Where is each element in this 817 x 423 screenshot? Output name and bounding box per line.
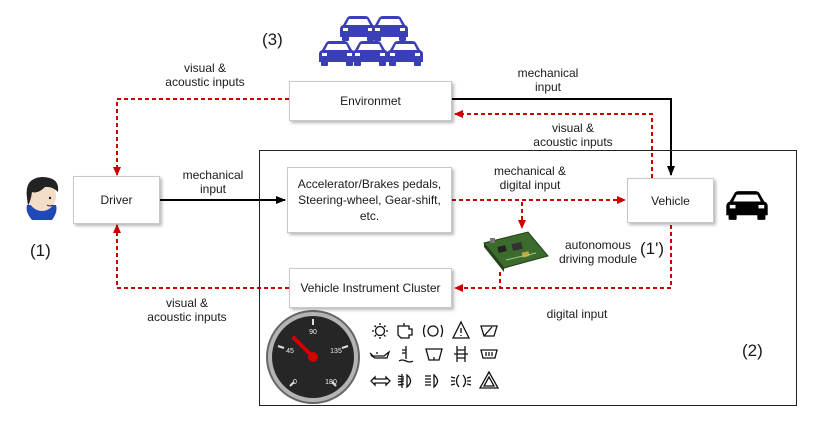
controls-label-line2: Steering-wheel, Gear-shift, (298, 193, 441, 207)
label-line: acoustic inputs (147, 310, 227, 324)
gauge-tick-label: 45 (286, 348, 294, 355)
label-line: input (534, 80, 562, 94)
label-line: mechanical (182, 168, 244, 182)
vehicle-label: Vehicle (651, 193, 690, 208)
label-line: visual & (551, 121, 595, 135)
digital-input-label: digital input (546, 307, 608, 321)
label-line: visual & (165, 296, 209, 310)
hazard-triangle-icon (478, 370, 500, 389)
autonomous-module-label: autonomous driving module (548, 238, 648, 266)
vehicle-box: Vehicle (627, 178, 714, 223)
parking-light-icon (450, 374, 472, 388)
gauge-tick-label: 0 (293, 379, 297, 386)
label-3: (3) (262, 30, 283, 49)
rear-defrost-icon (480, 349, 498, 359)
coolant-temp-icon (398, 346, 414, 363)
washer-icon (425, 348, 443, 361)
speedometer-gauge: 90 45 135 0 180 (266, 310, 360, 404)
instrument-cluster-label: Vehicle Instrument Cluster (300, 281, 441, 295)
instrument-cluster-box: Vehicle Instrument Cluster (289, 268, 452, 308)
mechanical-digital-label: mechanical & digital input (480, 164, 580, 192)
traffic-cars-icon (319, 16, 423, 66)
label-line: acoustic inputs (533, 135, 613, 149)
environment-box: Environmet (289, 81, 452, 121)
label-1-prime: (1') (640, 239, 665, 258)
person-icon (26, 177, 59, 220)
arrow-vehicle-to-env (454, 110, 653, 178)
visual-acoustic-top-label: visual & acoustic inputs (150, 61, 260, 89)
driver-label: Driver (100, 193, 133, 207)
arrow-vehicle-to-cluster (454, 225, 672, 292)
warning-triangle-icon (451, 320, 471, 339)
driver-box: Driver (73, 176, 160, 224)
label-line: mechanical & (493, 164, 567, 178)
high-beam-icon (425, 373, 439, 389)
environment-label: Environmet (340, 94, 401, 108)
sun-gear-icon (372, 323, 388, 339)
oil-can-icon (369, 350, 391, 359)
engine-icon (397, 323, 413, 339)
gauge-tick-label: 90 (309, 329, 317, 336)
visual-acoustic-right-label: visual & acoustic inputs (518, 121, 628, 149)
gauge-tick-label: 135 (330, 348, 342, 355)
label-2: (2) (742, 341, 763, 360)
gauge-tick-label: 180 (325, 379, 337, 386)
label-line: input (199, 182, 227, 196)
autonomous-module-icon (483, 231, 549, 272)
controls-box: Accelerator/Brakes pedals, Steering-whee… (287, 167, 452, 233)
controls-label-line3: etc. (359, 209, 380, 223)
arrow-cluster-to-driver (113, 224, 289, 289)
label-line: driving module (558, 252, 638, 266)
label-line: digital input (499, 178, 561, 192)
turn-signal-icon (370, 375, 391, 387)
mechanical-input-top-label: mechanical input (498, 66, 598, 94)
controls-label-line1: Accelerator/Brakes pedals, (297, 177, 442, 191)
fog-light-icon (397, 373, 412, 389)
wiper-icon (480, 325, 498, 337)
label-1: (1) (30, 241, 51, 260)
seat-icon (454, 346, 468, 362)
label-line: visual & (183, 61, 227, 75)
car-icon (726, 191, 768, 220)
mechanical-input-mid-label: mechanical input (168, 168, 258, 196)
arrow-env-to-vehicle (452, 98, 675, 176)
label-line: acoustic inputs (165, 75, 245, 89)
arrow-env-to-driver (113, 98, 289, 176)
label-line: autonomous (564, 238, 632, 252)
visual-acoustic-bottom-label: visual & acoustic inputs (132, 296, 242, 324)
label-line: mechanical (517, 66, 579, 80)
brake-icon (422, 324, 444, 338)
vehicle-system-frame (259, 150, 797, 406)
